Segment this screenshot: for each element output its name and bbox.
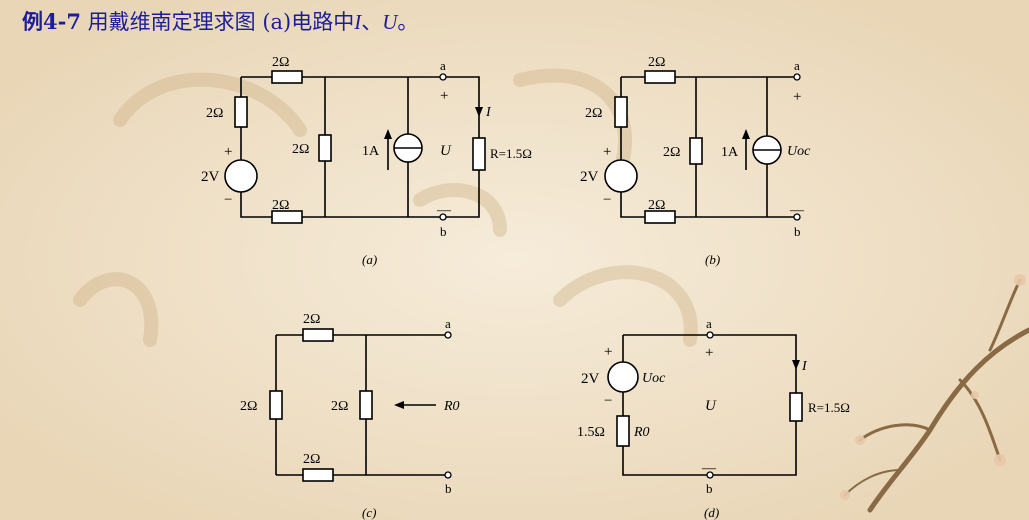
- current-source-b: [752, 135, 782, 165]
- label-b-node-a: a: [794, 58, 800, 73]
- i-arrow-d: [792, 360, 800, 370]
- example-number: 例4-7: [22, 9, 81, 34]
- label-a-r-left: 2Ω: [206, 106, 223, 121]
- blossom-branch-decoration: [844, 278, 1029, 513]
- terminal-a-a: [439, 73, 447, 81]
- label-a-plus: +: [224, 144, 232, 160]
- label-d-r-load: R=1.5Ω: [808, 400, 850, 415]
- terminal-c-a: [444, 331, 452, 339]
- terminal-d-a: [706, 331, 714, 339]
- label-c-r-bottom: 2Ω: [303, 452, 320, 467]
- label-d-node-b: b: [706, 481, 713, 496]
- caption-b: (b): [705, 252, 720, 267]
- terminal-a-b: [439, 213, 447, 221]
- label-d-u: U: [705, 398, 717, 414]
- label-b-r-left: 2Ω: [585, 106, 602, 121]
- resistor-d-r0: [616, 415, 630, 447]
- label-c-node-a: a: [445, 316, 451, 331]
- resistor-d-load: [789, 392, 803, 422]
- resistor-a-left: [234, 96, 248, 128]
- label-c-node-b: b: [445, 481, 452, 496]
- label-b-minus-b: —: [789, 203, 805, 218]
- terminal-b-a: [793, 73, 801, 81]
- label-b-source-v: 2V: [580, 169, 599, 185]
- label-d-r0: R0: [633, 425, 650, 440]
- current-source-a: [393, 133, 423, 163]
- label-a-r-mid: 2Ω: [292, 142, 309, 157]
- label-b-plus-a: +: [793, 89, 801, 105]
- terminal-d-b: [706, 471, 714, 479]
- title-var-i: I: [354, 10, 362, 34]
- label-d-r0-value: 1.5Ω: [577, 425, 605, 440]
- resistor-c-bottom: [302, 468, 334, 482]
- caption-d: (d): [704, 505, 719, 520]
- label-d-uoc: Uoc: [642, 371, 666, 386]
- circuit-c: 2Ω 2Ω 2Ω 2Ω R0 a b (c): [240, 312, 460, 520]
- label-a-r-load: R=1.5Ω: [490, 146, 532, 161]
- label-a-i: I: [485, 105, 492, 120]
- label-b-r-bottom: 2Ω: [648, 198, 665, 213]
- label-d-plus: +: [604, 344, 612, 360]
- circuit-b: 2Ω 2Ω 2Ω 2Ω 2V + − 1A Uoc a b + — (b): [580, 55, 811, 267]
- label-c-r-mid: 2Ω: [331, 399, 348, 414]
- label-a-current: 1A: [362, 144, 380, 159]
- label-a-u: U: [440, 143, 452, 159]
- label-a-source-v: 2V: [201, 169, 220, 185]
- label-c-r-left: 2Ω: [240, 399, 257, 414]
- terminal-c-b: [444, 471, 452, 479]
- resistor-c-left: [269, 390, 283, 420]
- i-arrow-a: [475, 107, 483, 117]
- voltage-source-a: [224, 159, 258, 193]
- label-b-r-top: 2Ω: [648, 55, 665, 70]
- voltage-source-b: [604, 159, 638, 193]
- label-a-r-bottom: 2Ω: [272, 198, 289, 213]
- label-b-uoc: Uoc: [787, 144, 811, 159]
- label-a-plus-a: +: [440, 88, 448, 104]
- r0-arrow-c: [394, 401, 404, 409]
- caption-c: (c): [362, 505, 376, 520]
- terminal-b-b: [793, 213, 801, 221]
- resistor-c-mid: [359, 390, 373, 420]
- label-d-i: I: [801, 359, 808, 374]
- label-a-node-b: b: [440, 224, 447, 239]
- resistor-b-mid: [689, 137, 703, 165]
- resistor-b-top: [644, 70, 676, 84]
- label-b-minus: −: [603, 192, 611, 208]
- label-a-node-a: a: [440, 58, 446, 73]
- label-d-minus-b: —: [701, 461, 717, 476]
- label-a-minus-b: —: [436, 203, 452, 218]
- title-sep: 、: [361, 10, 383, 34]
- label-d-node-a: a: [706, 316, 712, 331]
- label-c-r0: R0: [443, 399, 460, 414]
- circuit-d: + 2V − Uoc 1.5Ω R0 U a b + — I R=1.5Ω (d…: [577, 316, 850, 520]
- voltage-source-d: [607, 361, 639, 393]
- label-b-r-mid: 2Ω: [663, 145, 680, 160]
- label-a-minus: −: [224, 192, 232, 208]
- resistor-a-bottom: [271, 210, 303, 224]
- label-b-current: 1A: [721, 145, 739, 160]
- title-end: 。: [397, 10, 419, 34]
- resistor-b-bottom: [644, 210, 676, 224]
- resistor-a-top: [271, 70, 303, 84]
- label-a-r-top: 2Ω: [272, 55, 289, 70]
- resistor-a-load: [472, 137, 486, 171]
- title-var-u: U: [382, 10, 398, 34]
- current-arrow-b: [742, 129, 750, 139]
- label-c-r-top: 2Ω: [303, 312, 320, 327]
- label-d-plus-a: +: [705, 345, 713, 361]
- resistor-c-top: [302, 328, 334, 342]
- label-d-minus: −: [604, 393, 612, 409]
- label-b-plus: +: [603, 144, 611, 160]
- label-d-source-v: 2V: [581, 371, 600, 387]
- title-text: 用戴维南定理求图 (a)电路中: [87, 10, 355, 34]
- page-title: 例4-7 用戴维南定理求图 (a)电路中I、U。: [22, 6, 418, 36]
- resistor-b-left: [614, 96, 628, 128]
- resistor-a-mid: [318, 134, 332, 162]
- circuit-a: 2Ω 2Ω 2Ω 2Ω 2V + − 1A U a b + — I R=1.5Ω…: [201, 55, 532, 267]
- caption-a: (a): [362, 252, 377, 267]
- current-arrow-a: [384, 129, 392, 139]
- label-b-node-b: b: [794, 224, 801, 239]
